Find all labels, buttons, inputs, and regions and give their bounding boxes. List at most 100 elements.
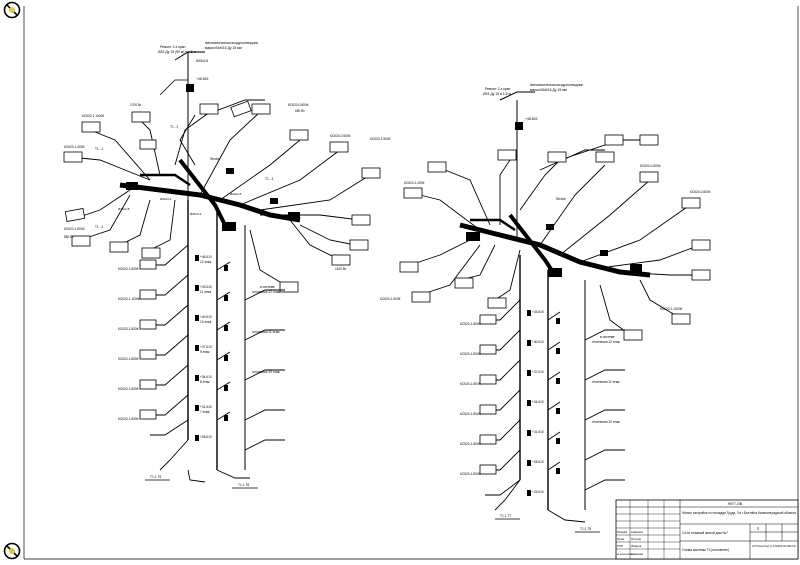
radiator-label: КСК20-1.800К (118, 357, 139, 361)
radiator-label: КСК20-1.800К (118, 387, 139, 391)
floor-level: +46.610 (200, 255, 212, 259)
radiator-label: КСК20-1.800К (460, 472, 481, 476)
left-node-label: Stroke (210, 157, 220, 161)
left-base-tag: Т1-1 Т5 (150, 475, 161, 479)
signer-role: Разраб. (617, 530, 628, 534)
title-stage: П (757, 527, 760, 531)
left-top-pipe: Ø15x2.8 (196, 59, 208, 63)
radiator-label: КСК20-1.500К (370, 137, 391, 141)
left-top-callout-2: марки ВАК/15 Ду 15 мм (205, 46, 243, 50)
air-valve-icon (515, 122, 523, 130)
title-block: 9977-ОВ Жилое застройке по площади Труда… (615, 499, 799, 560)
signer-name: Каменев (631, 552, 643, 556)
radiator-power: 1700 Вт (130, 103, 142, 107)
floor-name: 9 этаж (200, 350, 210, 354)
left-base-tag-2: Т1-1 Т6 (238, 483, 249, 487)
radiator-label: КСК20-1.400К (64, 145, 85, 149)
right-top-callout: Автоматическая воздухоотводчик (530, 83, 583, 87)
title-drawing-name: Схема системы Т1(отопление) (682, 548, 729, 552)
radiator-label: КСК20-1.800К (460, 442, 481, 446)
radiator-label: КСК20-1.500К (380, 297, 401, 301)
riser-tag: Т1 - 3 (265, 177, 274, 181)
floor-level: +40.610 (200, 315, 212, 319)
floor-level: +31.610 (200, 405, 212, 409)
floor-level: +28.610 (532, 460, 544, 464)
radiator-label: КСК20-1.800К (460, 382, 481, 386)
radiator-label: КСК20-1.800К (118, 417, 139, 421)
floor-name: 11 этаж (200, 290, 212, 294)
pipe-size: Ø15x2.8 (118, 207, 130, 211)
floor-level: +34.610 (200, 375, 212, 379)
floor-level: +37.610 (200, 345, 212, 349)
signer-name: Ковалев (631, 530, 643, 534)
right-top-level: +48.815 (525, 117, 537, 121)
signer-role: Н.контроль (617, 552, 633, 556)
radiator-label: КСК20-0.500К (640, 164, 661, 168)
floor-name: 7 этаж (200, 410, 210, 414)
right-top-note: Ремонт 2-х кран (485, 87, 510, 91)
riser-note: отопления 12 этаж (592, 340, 621, 344)
pipe-size: Ø32x3.2 (160, 197, 172, 201)
pipe-size: Ø25x3.2 (190, 212, 202, 216)
left-top-note: Ремонт 2-х кран (160, 45, 185, 49)
radiator-label: КСК20-1.800К (118, 327, 139, 331)
floor-level: +37.610 (532, 370, 544, 374)
pipe-size: Ø20x2.8 (230, 192, 242, 196)
radiator-label: КСК20-0.800К (288, 103, 309, 107)
radiator-label: КСК20-1.1000К (118, 297, 140, 301)
right-top-note-2: Ø15 Ду 15 в 1.5 м (483, 92, 511, 96)
radiator-label: КСК20-1.800К (460, 352, 481, 356)
riser-note: отопления 12 этаж (252, 290, 281, 294)
air-valve-icon (186, 84, 194, 92)
title-sheet-title: 14-ти этажный жилой дом №7 (682, 531, 728, 535)
manifold-icon (288, 212, 300, 220)
radiator-label: КСК20-1.800К (118, 267, 139, 271)
left-top-note-2: Ø15 Ду 15 (50 м) в 1.5 м (158, 50, 197, 54)
floor-level: +28.610 (200, 435, 212, 439)
riser-note: в системе (600, 335, 615, 339)
signer-role: Пров. (617, 537, 625, 541)
floor-level: +34.610 (532, 400, 544, 404)
floor-level: +25.610 (532, 490, 544, 494)
radiator-label: КСК20-1.800К (460, 412, 481, 416)
manifold-icon (466, 232, 480, 241)
radiator-label: КСК20-0.500К (330, 134, 351, 138)
radiator-power: 650 Вт (295, 109, 305, 113)
signer-role: ГИП (617, 544, 623, 548)
corner-prohibition-icon-top (3, 1, 21, 19)
radiator-label: КСК20-1.800К (460, 322, 481, 326)
riser-note: в системе (260, 285, 275, 289)
radiator-label: КСК20-1.1000К (82, 114, 104, 118)
radiator-label: КСК20-1.1000К (660, 307, 682, 311)
floor-level: +31.610 (532, 430, 544, 434)
manifold-icon (222, 222, 236, 231)
radiator-label: КСК20-1.400К (404, 181, 425, 185)
manifold-icon (630, 264, 642, 272)
radiator-power: 850 Вт (64, 235, 74, 239)
right-base-tag-2: Т1-1 Т8 (580, 527, 591, 531)
radiator-group-floors (139, 259, 157, 420)
title-company: ООО "Проектный бюро" отд. № 5(000063) 20… (752, 544, 796, 548)
branch-pipes (69, 99, 371, 286)
corner-prohibition-icon-bottom (3, 542, 21, 560)
title-project: Жилое застройке по площади Труда, 3 в г.… (682, 511, 796, 515)
floor-name: 12 этаж (200, 260, 212, 264)
floor-level: +43.610 (200, 285, 212, 289)
riser-note: отопления 10 этаж (592, 420, 621, 424)
signer-name: Иванов (631, 544, 642, 548)
radiator-power: 1100 Вт (335, 267, 347, 271)
left-heating-scheme: Ремонт 2-х кран Ø15 Ду 15 (50 м) в 1.5 м… (63, 41, 391, 489)
radiator-group-upper (399, 134, 711, 341)
riser-tag: Т1 - 1 (95, 147, 104, 151)
riser-note: отопления 10 этаж (252, 370, 281, 374)
riser-tag: Т1 - 2 (170, 125, 179, 129)
right-node-label: Stroke (556, 197, 566, 201)
manifold-icon (126, 182, 138, 190)
level-markers (195, 255, 228, 441)
left-top-level: +48.815 (196, 77, 208, 81)
riser-note: отопления 11 этаж (252, 330, 280, 334)
riser-tag: Т1 - 4 (95, 225, 104, 229)
riser-note: отопления 11 этаж (592, 380, 620, 384)
radiator-label: КСК20-0.800К (690, 190, 711, 194)
